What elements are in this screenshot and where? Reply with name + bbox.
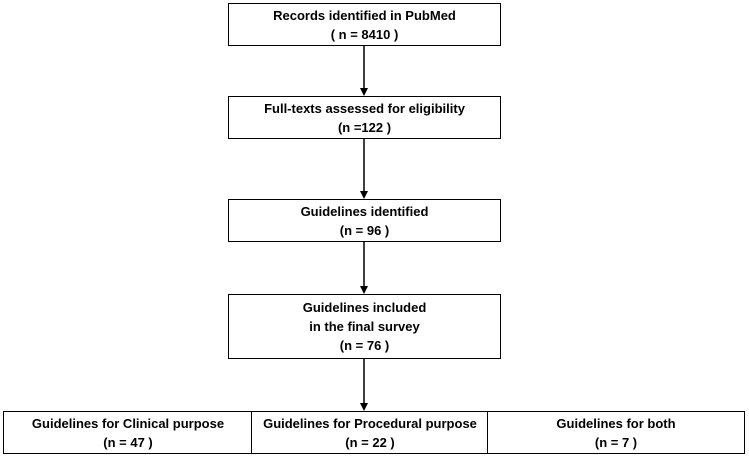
guidelines-included-count: (n = 76 ): [339, 338, 390, 353]
guidelines-identified-count: (n = 96 ): [339, 222, 390, 238]
fulltexts-assessed-title: Full-texts assessed for eligibility: [264, 100, 465, 116]
both-purposes-count: (n = 7 ): [594, 434, 638, 450]
clinical-purpose-box: Guidelines for Clinical purpose (n = 47 …: [3, 411, 253, 454]
guidelines-included-title-line2: in the final survey: [309, 319, 420, 334]
records-identified-count: ( n = 8410 ): [330, 26, 399, 42]
clinical-purpose-count: (n = 47 ): [103, 434, 153, 450]
records-identified-title: Records identified in PubMed: [273, 7, 456, 23]
fulltexts-assessed-count: (n =122 ): [337, 119, 392, 135]
procedural-purpose-box: Guidelines for Procedural purpose (n = 2…: [251, 411, 489, 454]
procedural-purpose-count: (n = 22 ): [345, 434, 395, 450]
both-purposes-title: Guidelines for both: [556, 415, 676, 431]
clinical-purpose-title: Guidelines for Clinical purpose: [31, 415, 225, 431]
both-purposes-box: Guidelines for both (n = 7 ): [487, 411, 745, 454]
guidelines-included-title-line1: Guidelines included: [302, 300, 427, 315]
fulltexts-assessed-box: Full-texts assessed for eligibility (n =…: [228, 96, 501, 139]
guidelines-identified-title: Guidelines identified: [300, 203, 429, 219]
procedural-purpose-title: Guidelines for Procedural purpose: [263, 415, 477, 431]
guidelines-included-box: Guidelines included in the final survey …: [228, 294, 501, 359]
guidelines-identified-box: Guidelines identified (n = 96 ): [228, 199, 501, 242]
records-identified-box: Records identified in PubMed ( n = 8410 …: [228, 3, 501, 46]
